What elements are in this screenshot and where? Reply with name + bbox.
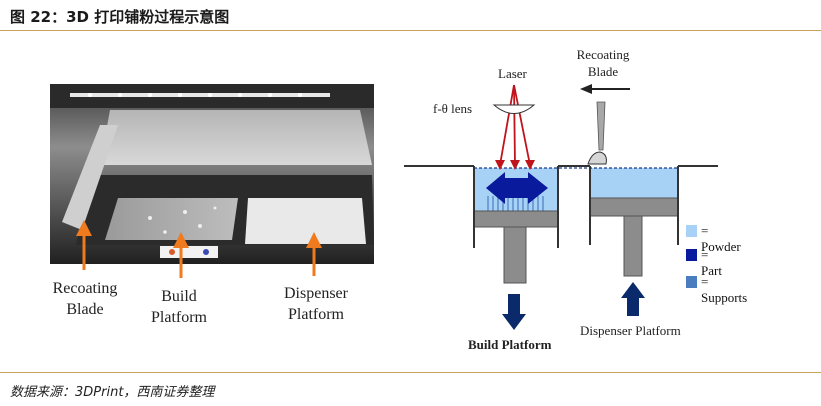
dispenser-platform-arrow-up [621, 282, 645, 316]
build-platform-label: Build Platform [468, 337, 552, 352]
legend-label-powder: = Powder [701, 223, 741, 254]
dispenser-chamber [474, 165, 718, 277]
figure-title: 图 22：3D 打印铺粉过程示意图 [10, 8, 230, 26]
led-strip [70, 93, 330, 97]
printed-part [486, 172, 548, 204]
recoating-blade-label: Recoating Blade [576, 47, 630, 79]
legend-swatch-powder [686, 225, 697, 237]
legend-swatch-part [686, 249, 697, 261]
dispenser-platform-label: Dispenser Platform [580, 323, 681, 338]
lens-label: f-θ lens [433, 101, 473, 116]
build-piston-rod [503, 226, 527, 284]
photo-label-dispenser-platform: Dispenser Platform [284, 285, 348, 323]
lens-shape [492, 104, 536, 114]
photo-arrows [76, 220, 322, 278]
build-plate [105, 198, 238, 240]
photo-label-build-platform: Build Platform [151, 288, 207, 326]
legend-label-supports: = Supports [701, 274, 748, 305]
blade-direction-arrow [580, 84, 630, 94]
back-wall [100, 110, 372, 165]
build-chamber [404, 165, 559, 284]
dispenser-piston-rod [623, 215, 643, 277]
recoating-blade-arrow [76, 220, 92, 270]
build-platform-arrow [173, 232, 189, 278]
printer-photo [50, 84, 374, 264]
legend-label-part: = Part [701, 247, 722, 278]
laser-label: Laser [498, 66, 527, 81]
bottom-divider [0, 372, 821, 373]
build-piston-head [473, 210, 559, 228]
dispenser-platform-arrow [306, 232, 322, 276]
recoating-blade-photo [62, 125, 118, 230]
photo-label-recoating-blade: Recoating Blade [52, 280, 118, 318]
laser-arrowheads [495, 160, 535, 170]
laser-beams [499, 84, 531, 166]
build-platform-arrow-down [502, 294, 526, 330]
top-divider [0, 30, 821, 31]
powder-bed-dispenser [590, 168, 678, 198]
recoating-blade-diagram [587, 101, 607, 165]
legend-swatch-supports [686, 276, 697, 288]
figure-source: 数据来源：3DPrint，西南证券整理 [10, 385, 215, 400]
dispenser-plate [245, 198, 366, 244]
dispenser-piston-head [589, 197, 679, 217]
